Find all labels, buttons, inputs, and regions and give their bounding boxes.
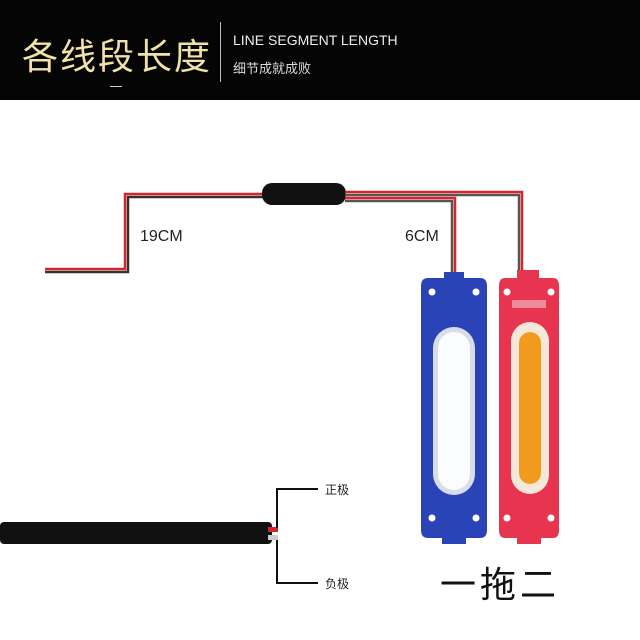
input-wire	[45, 192, 265, 274]
subtitle-cn: 细节成就成败	[233, 62, 312, 77]
negative-label: 负极	[325, 577, 350, 591]
splitter-connector	[262, 183, 346, 205]
header-banner: 各线段长度 LINE SEGMENT LENGTH 细节成就成败	[0, 0, 640, 100]
polarity-brackets	[276, 488, 318, 584]
page-title: 各线段长度	[22, 37, 213, 78]
subtitle-en: LINE SEGMENT LENGTH	[233, 32, 398, 48]
branch-wires	[345, 190, 524, 282]
blue-led-module	[421, 272, 487, 544]
input-length-label: 19CM	[140, 228, 183, 245]
power-cable	[0, 522, 278, 544]
positive-label: 正极	[325, 483, 350, 497]
branch-length-label: 6CM	[405, 228, 439, 245]
divider	[220, 22, 221, 82]
underline-dash	[110, 86, 122, 87]
red-led-module	[499, 270, 559, 544]
caption-one-to-two: 一拖二	[440, 565, 561, 606]
